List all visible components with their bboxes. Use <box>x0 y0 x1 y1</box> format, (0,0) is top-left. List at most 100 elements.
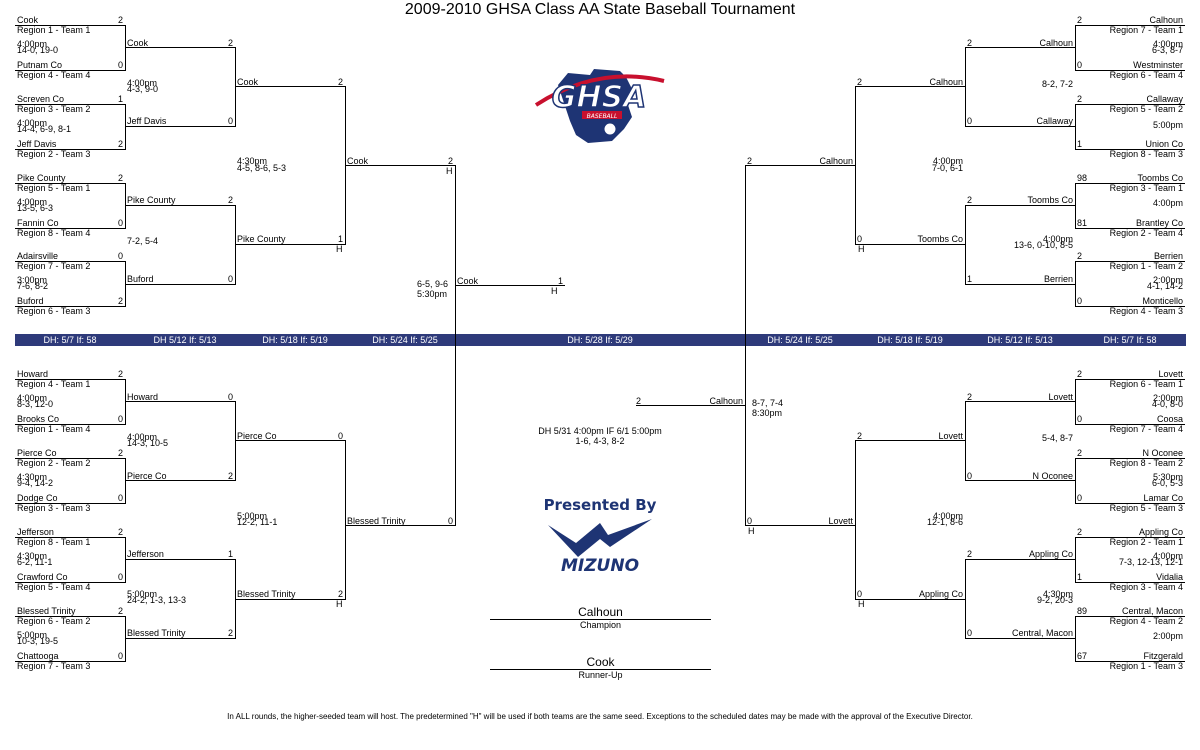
bracket-line <box>235 205 236 285</box>
bracket-text: Cook <box>347 156 369 166</box>
champion-name: Calhoun <box>578 605 623 619</box>
runner-up-name: Cook <box>586 655 615 669</box>
bracket-text: 8:30pm <box>752 408 783 418</box>
band-date: DH: 5/18 If: 5/19 <box>877 335 943 345</box>
bracket-line <box>636 405 746 406</box>
bracket-text: Region 8 - Team 3 <box>1109 149 1183 159</box>
bracket-text: Region 4 - Team 2 <box>1109 616 1183 626</box>
bracket-line <box>965 47 1075 48</box>
bracket-line <box>1075 183 1185 184</box>
bracket-line <box>235 599 345 600</box>
bracket-line <box>965 480 1075 481</box>
bracket-text: Blessed Trinity <box>17 606 76 616</box>
bracket-line <box>855 599 965 600</box>
bracket-text: 2 <box>448 156 454 166</box>
bracket-text: 7-0, 6-1 <box>931 163 963 173</box>
bracket-text: Pierce Co <box>237 431 277 441</box>
bracket-text: 0 <box>967 628 973 638</box>
bracket-text: 0 <box>228 116 234 126</box>
bracket-text: 8-7, 7-4 <box>752 398 784 408</box>
bracket-text: Buford <box>17 296 44 306</box>
bracket-text: Jefferson <box>127 549 164 559</box>
bracket-text: H <box>336 244 343 254</box>
bracket-text: Cook <box>127 38 149 48</box>
bracket-text: 4:00pm <box>17 118 48 128</box>
bracket-line <box>15 25 125 26</box>
bracket-text: Howard <box>17 369 49 379</box>
bracket-text: 0 <box>118 60 124 70</box>
bracket-line <box>1075 379 1076 425</box>
bracket-line <box>855 440 856 600</box>
bracket-line <box>125 183 126 229</box>
page-title: 2009-2010 GHSA Class AA State Baseball T… <box>404 1 796 18</box>
bracket-text: 4-0, 8-0 <box>1151 399 1183 409</box>
bracket-line <box>1075 458 1076 504</box>
bracket-line <box>1075 503 1185 504</box>
bracket-text: 4:00pm <box>127 432 158 442</box>
bracket-text: Adairsville <box>17 251 59 261</box>
bracket-text: Region 2 - Team 2 <box>17 458 91 468</box>
bracket-text: 13-5, 6-3 <box>17 203 54 213</box>
bracket-line <box>125 638 235 639</box>
bracket-text: Calhoun <box>1039 38 1073 48</box>
bracket-text: Pike County <box>17 173 66 183</box>
bracket-line <box>235 440 345 441</box>
bracket-text: Region 3 - Team 4 <box>1109 582 1183 592</box>
bracket-text: 12-2, 11-1 <box>237 517 278 527</box>
bracket-line <box>345 165 455 166</box>
bracket-text: Region 2 - Team 4 <box>1109 228 1183 238</box>
bracket-text: Jeff Davis <box>17 139 57 149</box>
bracket-text: 2 <box>1077 251 1083 261</box>
bracket-text: 2 <box>1077 448 1083 458</box>
bracket-line <box>1075 458 1185 459</box>
bracket-text: 4:00pm <box>1152 39 1183 49</box>
bracket-text: Region 3 - Team 2 <box>17 104 91 114</box>
bracket-text: 4:00pm <box>1152 198 1183 208</box>
bracket-text: Putnam Co <box>17 60 63 70</box>
bracket-text: Region 6 - Team 4 <box>1109 70 1183 80</box>
bracket-text: 5:00pm <box>17 630 48 640</box>
bracket-line <box>125 284 235 285</box>
bracket-text: 4:00pm <box>932 511 963 521</box>
band-date: DH: 5/18 If: 5/19 <box>262 335 328 345</box>
bracket-text: 2 <box>857 431 863 441</box>
bracket-text: Pike County <box>127 195 176 205</box>
bracket-text: 2:00pm <box>1152 275 1183 285</box>
bracket-text: 8-2, 7-2 <box>1041 79 1073 89</box>
bracket-text: Appling Co <box>1028 549 1073 559</box>
bracket-text: Brooks Co <box>17 414 60 424</box>
bracket-text: 0 <box>338 431 344 441</box>
bracket-text: H <box>858 244 865 254</box>
bracket-line <box>1075 379 1185 380</box>
bracket-text: Lovett <box>1048 392 1073 402</box>
bracket-line <box>745 165 855 166</box>
bracket-text: 4:30pm <box>237 156 268 166</box>
bracket-text: 2 <box>228 195 234 205</box>
bracket-line <box>15 306 125 307</box>
bracket-line <box>125 104 126 150</box>
bracket-text: Calhoun <box>929 77 963 87</box>
bracket-line <box>15 104 125 105</box>
bracket-text: 0 <box>1077 296 1083 306</box>
bracket-text: 0 <box>967 116 973 126</box>
bracket-line <box>1075 616 1185 617</box>
bracket-line <box>1075 228 1185 229</box>
bracket-line <box>235 86 345 87</box>
bracket-text: 0 <box>118 572 124 582</box>
bracket-text: 0 <box>118 414 124 424</box>
bracket-text: Region 1 - Team 4 <box>17 424 91 434</box>
bracket-line <box>125 379 126 425</box>
bracket-line <box>1075 25 1076 71</box>
footer-note: In ALL rounds, the higher-seeded team wi… <box>227 712 973 721</box>
bracket-text: 2 <box>118 296 124 306</box>
bracket-text: Berrien <box>1153 251 1183 261</box>
bracket-line <box>15 616 125 617</box>
bracket-text: Region 7 - Team 3 <box>17 661 91 671</box>
bracket-line <box>15 458 125 459</box>
bracket-text: 14-0, 19-0 <box>17 45 59 55</box>
bracket-text: 13-6, 0-10, 8-5 <box>1013 240 1073 250</box>
bracket-text: 4:00pm <box>1042 234 1073 244</box>
bracket-line <box>15 183 125 184</box>
bracket-text: 2 <box>228 38 234 48</box>
bracket-text: Pierce Co <box>17 448 57 458</box>
